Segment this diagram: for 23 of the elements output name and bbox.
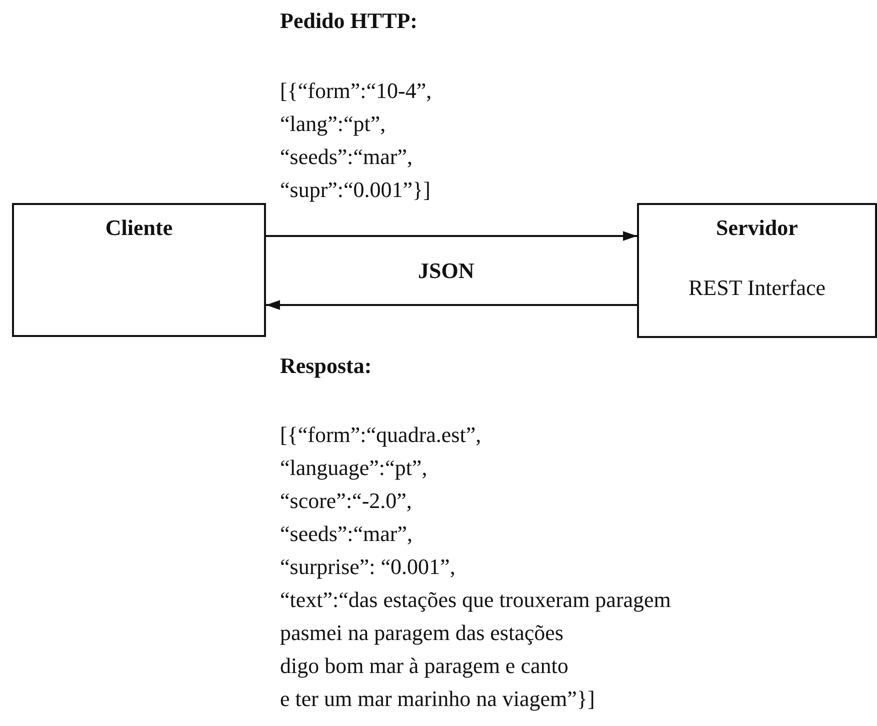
node-title: Servidor	[715, 215, 799, 241]
code-line: “text”:“das estações que trouxeram paragem	[280, 587, 671, 613]
code-line: “seeds”:“mar”,	[280, 521, 413, 547]
format-label: JSON	[418, 258, 474, 284]
code-line: e ter um mar marinho na viagem”}]	[280, 686, 595, 712]
code-line: [{“form”:“10-4”,	[280, 78, 432, 104]
process-box	[637, 203, 877, 338]
arrow	[266, 300, 637, 310]
node-title: Cliente	[104, 215, 174, 241]
code-line: “seeds”:“mar”,	[280, 144, 413, 170]
code-line: pasmei na paragem das estações	[280, 620, 564, 646]
code-line: [{“form”:“quadra.est”,	[280, 422, 482, 448]
code-line: “lang”:“pt”,	[280, 111, 386, 137]
process-box	[12, 203, 266, 337]
heading: Resposta:	[280, 353, 372, 379]
code-line: “surprise”: “0.001”,	[280, 554, 456, 580]
heading: Pedido HTTP:	[280, 8, 418, 34]
code-line: “score”:“-2.0”,	[280, 488, 412, 514]
arrow	[266, 231, 637, 241]
code-line: “supr”:“0.001”}]	[280, 177, 430, 203]
code-line: digo bom mar à paragem e canto	[280, 653, 568, 679]
code-line: “language”:“pt”,	[280, 455, 428, 481]
node-text: REST Interface	[687, 275, 827, 301]
